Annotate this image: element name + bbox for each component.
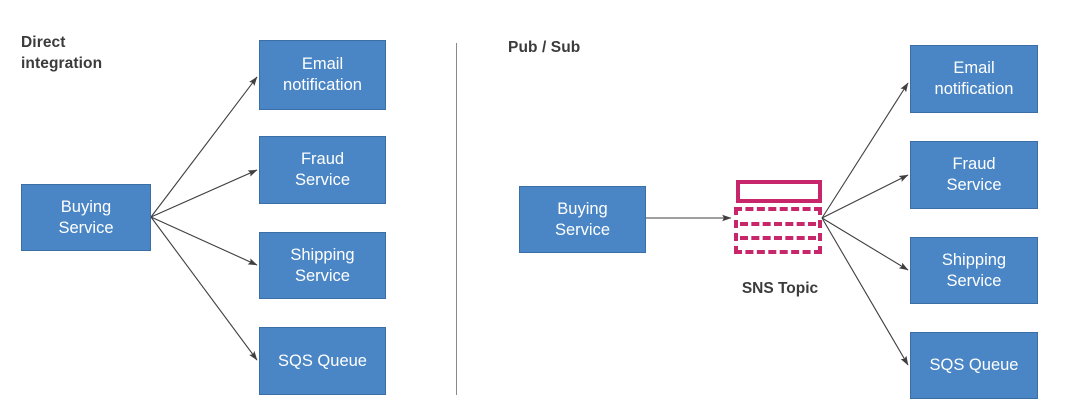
left-panel-title: Direct integration — [21, 34, 103, 72]
sns-topic-header-shape — [736, 180, 822, 203]
node-sqs-queue-pubsub[interactable]: SQS Queue — [910, 332, 1038, 399]
node-email-notification-direct[interactable]: Email notification — [259, 40, 386, 110]
node-shipping-service-direct[interactable]: Shipping Service — [259, 232, 386, 299]
right-panel-title: Pub / Sub — [508, 39, 581, 56]
node-fraud-service-direct[interactable]: Fraud Service — [259, 136, 386, 204]
node-sqs-queue-direct[interactable]: SQS Queue — [259, 327, 386, 395]
sns-topic-label: SNS Topic — [741, 280, 819, 297]
sns-topic-row-1 — [740, 222, 816, 226]
arrow-sns-to-email — [821, 82, 909, 219]
node-buying-service-pubsub[interactable]: Buying Service — [519, 186, 646, 253]
arrow-direct-to-shipping — [150, 216, 258, 266]
sns-topic-row-2 — [740, 236, 816, 240]
arrow-direct-to-email — [150, 76, 258, 218]
node-shipping-service-pubsub[interactable]: Shipping Service — [910, 237, 1038, 304]
arrow-direct-to-fraud — [150, 169, 258, 218]
arrow-direct-to-sqs — [150, 216, 258, 361]
arrow-sns-to-fraud — [821, 174, 909, 219]
node-email-notification-pubsub[interactable]: Email notification — [910, 45, 1038, 113]
sns-topic-icon[interactable] — [734, 180, 822, 256]
node-fraud-service-pubsub[interactable]: Fraud Service — [910, 141, 1038, 209]
vertical-divider — [456, 43, 457, 395]
sns-topic-body-shape — [734, 207, 822, 254]
node-buying-service-direct[interactable]: Buying Service — [21, 184, 151, 251]
arrow-sns-to-shipping — [821, 217, 909, 271]
